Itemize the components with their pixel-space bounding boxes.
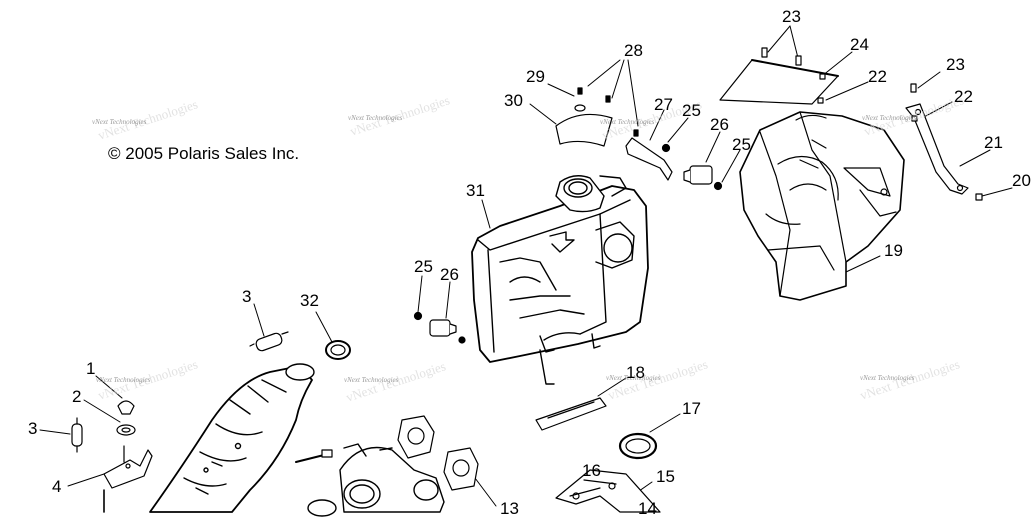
callout-16: 16 — [582, 461, 601, 480]
copyright-text: © 2005 Polaris Sales Inc. — [108, 144, 300, 163]
callout-29: 29 — [526, 67, 545, 86]
callout-3-upper: 3 — [242, 287, 252, 306]
part-4-bracket — [103, 445, 153, 513]
callout-18: 18 — [626, 363, 645, 382]
watermark: vNext Technologies — [862, 114, 917, 122]
callout-26-right: 26 — [710, 115, 729, 134]
callout-15: 15 — [656, 467, 675, 486]
watermark: vNext Technologies — [606, 374, 661, 382]
callout-24: 24 — [850, 35, 869, 54]
callout-23-top: 23 — [782, 7, 801, 26]
part-30-cover — [555, 104, 613, 147]
callout-2: 2 — [72, 387, 82, 406]
watermark: vNext Technologies — [348, 114, 403, 122]
callout-31: 31 — [466, 181, 485, 200]
leader-lines — [39, 25, 1013, 507]
callout-25-right: 25 — [732, 135, 751, 154]
watermark: vNext Technologies — [96, 376, 151, 384]
callout-4: 4 — [52, 477, 62, 496]
part-2-washer — [116, 424, 136, 436]
callout-22-right: 22 — [954, 87, 973, 106]
part-14-15-16-bracket — [555, 469, 661, 513]
callout-1: 1 — [86, 359, 96, 378]
exhaust-manifold — [307, 443, 445, 517]
part-21-bracket — [905, 103, 969, 195]
watermark: vNext Technologies — [600, 118, 655, 126]
part-23-screws — [761, 47, 917, 93]
callout-21: 21 — [984, 133, 1003, 152]
callout-26-left: 26 — [440, 265, 459, 284]
callout-25-top: 25 — [682, 101, 701, 120]
part-17-gasket — [618, 432, 658, 460]
callout-13: 13 — [500, 499, 519, 518]
part-28-29-small-bolts — [577, 87, 639, 137]
head-pipe — [149, 363, 315, 513]
watermark: vNext Technologies — [344, 376, 399, 384]
oxygen-sensor — [295, 449, 333, 463]
callout-3-lower: 3 — [28, 419, 38, 438]
watermark: vNext Technologies — [92, 118, 147, 126]
callout-27: 27 — [654, 95, 673, 114]
part-26-rubber-mount-right — [683, 165, 713, 185]
callout-20: 20 — [1012, 171, 1031, 190]
callout-28: 28 — [624, 41, 643, 60]
watermark: vNext Technologies — [860, 374, 915, 382]
callout-32: 32 — [300, 291, 319, 310]
part-32-clamp — [325, 340, 351, 360]
part-31-muffler — [471, 175, 649, 385]
part-25-grommet-right — [713, 181, 723, 191]
part-13-gaskets — [397, 415, 479, 491]
callout-17: 17 — [682, 399, 701, 418]
part-3-spring-upper — [249, 331, 289, 352]
part-26-rubber-mount-left — [429, 319, 457, 337]
callout-30: 30 — [504, 91, 523, 110]
part-27-bracket — [625, 137, 673, 181]
small-fasteners — [817, 73, 983, 201]
part-18-plate — [535, 397, 607, 431]
callout-23-right: 23 — [946, 55, 965, 74]
callout-19: 19 — [884, 241, 903, 260]
callout-25-left: 25 — [414, 257, 433, 276]
part-25-grommet-left — [413, 311, 423, 321]
part-3-spring-lower — [71, 417, 83, 453]
callout-14: 14 — [638, 499, 657, 518]
part-19-heat-shield — [739, 111, 905, 301]
part-1-cap — [117, 400, 135, 415]
callout-22-upper: 22 — [868, 67, 887, 86]
